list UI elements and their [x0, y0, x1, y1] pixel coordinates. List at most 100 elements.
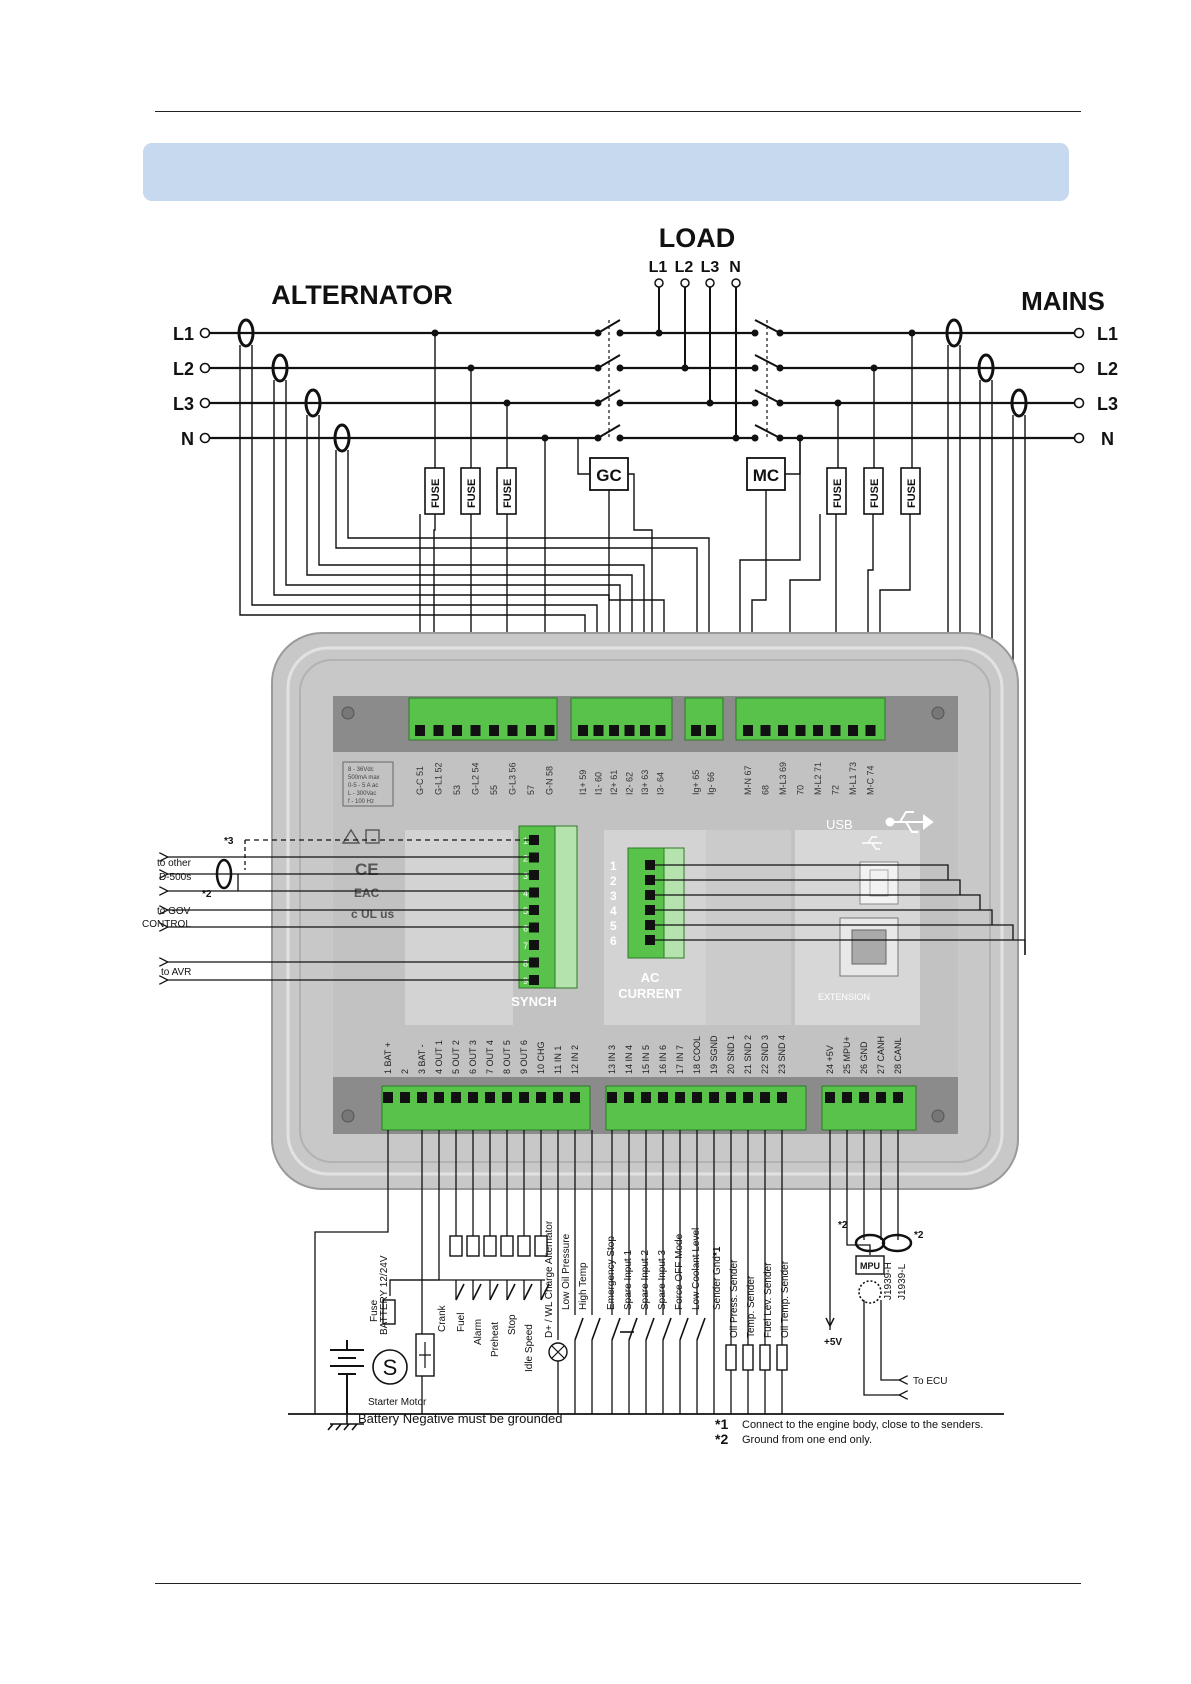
- load-terminals: [654, 278, 741, 288]
- bottom-terminal-pin: [893, 1092, 903, 1103]
- usb-port[interactable]: [859, 861, 899, 905]
- to-ecu-label: To ECU: [913, 1376, 947, 1387]
- alt-l1-label: L1: [173, 324, 194, 344]
- mains-phase-labels: L1 L2 L3 N: [1097, 324, 1118, 449]
- bottom-rule: [155, 1583, 1081, 1584]
- low-coolant-label: Low Coolant Level: [691, 1228, 702, 1310]
- control-label: CONTROL: [142, 919, 191, 930]
- top-terminal-label: M-L2 71: [813, 762, 823, 795]
- top-terminal-label: I3+ 63: [640, 770, 650, 795]
- bottom-terminal-label: 27 CANH: [876, 1036, 886, 1074]
- synch-pin: [529, 887, 539, 898]
- battery-icon: [330, 1340, 364, 1414]
- mc-label: MC: [753, 466, 779, 485]
- top-terminal-label: 68: [761, 785, 771, 795]
- ac-current-pin-number: 4: [610, 904, 617, 918]
- synch-connector-side: [554, 825, 578, 989]
- bottom-terminal-label: 8 OUT 5: [502, 1040, 512, 1074]
- top-terminal-label: M-C 74: [866, 765, 876, 795]
- top-terminal-label: I2+ 61: [609, 770, 619, 795]
- load-l1-label: L1: [649, 259, 668, 276]
- bottom-terminal-pin: [825, 1092, 835, 1103]
- bottom-terminal-label: 25 MPU+: [842, 1036, 852, 1074]
- extension-label: EXTENSION: [818, 992, 870, 1002]
- plus5v-arrow: [825, 1317, 835, 1327]
- usb-label: USB: [826, 817, 853, 832]
- ac-current-wiring: [650, 864, 1026, 955]
- bottom-terminal-label: 17 IN 7: [675, 1045, 685, 1074]
- j1939l-label: J1939-L: [897, 1263, 908, 1300]
- to-avr-label: to AVR: [161, 967, 191, 978]
- fuse-label-5: FUSE: [869, 479, 881, 508]
- bottom-terminal-pin: [485, 1092, 495, 1103]
- spec-line: 500mA max: [348, 775, 380, 781]
- spec-line: 0-5 - 5 A ac: [348, 783, 378, 789]
- bottom-terminal-label: 28 CANL: [893, 1037, 903, 1074]
- fuse-label-6: FUSE: [906, 479, 918, 508]
- top-terminal-pin: [813, 725, 823, 736]
- to-other-label: to other: [157, 858, 192, 869]
- spare3-label: Spare Input 3: [657, 1250, 668, 1310]
- synch-cable-ring: [215, 858, 233, 890]
- high-temp-label: High Temp: [578, 1262, 589, 1310]
- starter-motor-label: Starter Motor: [368, 1397, 427, 1408]
- mains-l2-label: L2: [1097, 359, 1118, 379]
- alternator-phase-labels: L1 L2 L3 N: [173, 324, 194, 449]
- relay-switches: [455, 1283, 550, 1301]
- mains-title: MAINS: [1021, 286, 1105, 316]
- star2a-label: *2: [838, 1220, 848, 1231]
- bottom-terminal-label: 1 BAT +: [383, 1042, 393, 1074]
- top-terminal-label: G-L3 56: [508, 762, 518, 795]
- top-terminal-label: G-L1 52: [434, 762, 444, 795]
- bottom-terminal-label: 2: [400, 1069, 410, 1074]
- bottom-terminal-pin: [502, 1092, 512, 1103]
- charge-lamp-cross: [551, 1345, 565, 1359]
- top-terminal-pin: [578, 725, 588, 736]
- note-2-text: Ground from one end only.: [742, 1434, 872, 1446]
- gc-box: [589, 457, 629, 491]
- cert-marks: [341, 828, 380, 844]
- synch-side-labels: *3 to other D-500s *2 to GOV CONTROL to …: [142, 836, 234, 978]
- spec-line: f - 100 Hz: [348, 799, 374, 805]
- top-terminal-label: 72: [831, 785, 841, 795]
- bottom-terminal-pin: [624, 1092, 634, 1103]
- bottom-terminal-label: 13 IN 3: [607, 1045, 617, 1074]
- top-terminal-pin: [848, 725, 858, 736]
- top-terminal-pin: [691, 725, 701, 736]
- top-terminal-pin: [433, 725, 444, 736]
- bottom-terminal-pin: [777, 1092, 787, 1103]
- synch-pin-number: 7: [523, 941, 528, 951]
- section-banner: [143, 143, 1069, 201]
- ac-current-pin-number: 1: [610, 859, 617, 873]
- star2-side-label: *2: [202, 889, 212, 900]
- stop-label: Stop: [507, 1314, 518, 1335]
- preheat-label: Preheat: [490, 1322, 501, 1357]
- bottom-terminal-label: 14 IN 4: [624, 1045, 634, 1074]
- bottom-terminal-pins: [383, 1092, 903, 1103]
- top-terminal-label: I1- 60: [594, 772, 604, 795]
- load-connections: [658, 283, 737, 438]
- top-terminal-label: G-L2 54: [471, 762, 481, 795]
- bottom-terminal-label: 10 CHG: [536, 1041, 546, 1074]
- spec-box: [342, 761, 394, 807]
- ac-label-1: AC: [641, 970, 660, 985]
- controller-rim: [286, 646, 1004, 1176]
- bottom-terminal-pin: [417, 1092, 427, 1103]
- alternator-title: ALTERNATOR: [271, 280, 453, 310]
- spare-area: [706, 830, 791, 1025]
- idle-speed-label: Idle Speed: [524, 1324, 535, 1372]
- to-gov-label: to GOV: [157, 906, 191, 917]
- top-terminal-pin: [640, 725, 650, 736]
- bottom-terminal-pin: [675, 1092, 685, 1103]
- ac-current-pin-number: 2: [610, 874, 617, 888]
- oil-temp-label: Oil Temp. Sender: [780, 1260, 791, 1338]
- top-terminal-pin: [743, 725, 753, 736]
- j1939h-label: J1939-H: [883, 1262, 894, 1300]
- star3-label: *3: [224, 836, 234, 847]
- fuses: [424, 467, 921, 515]
- top-terminal-pins: [415, 725, 876, 736]
- top-terminal-pin: [624, 725, 635, 736]
